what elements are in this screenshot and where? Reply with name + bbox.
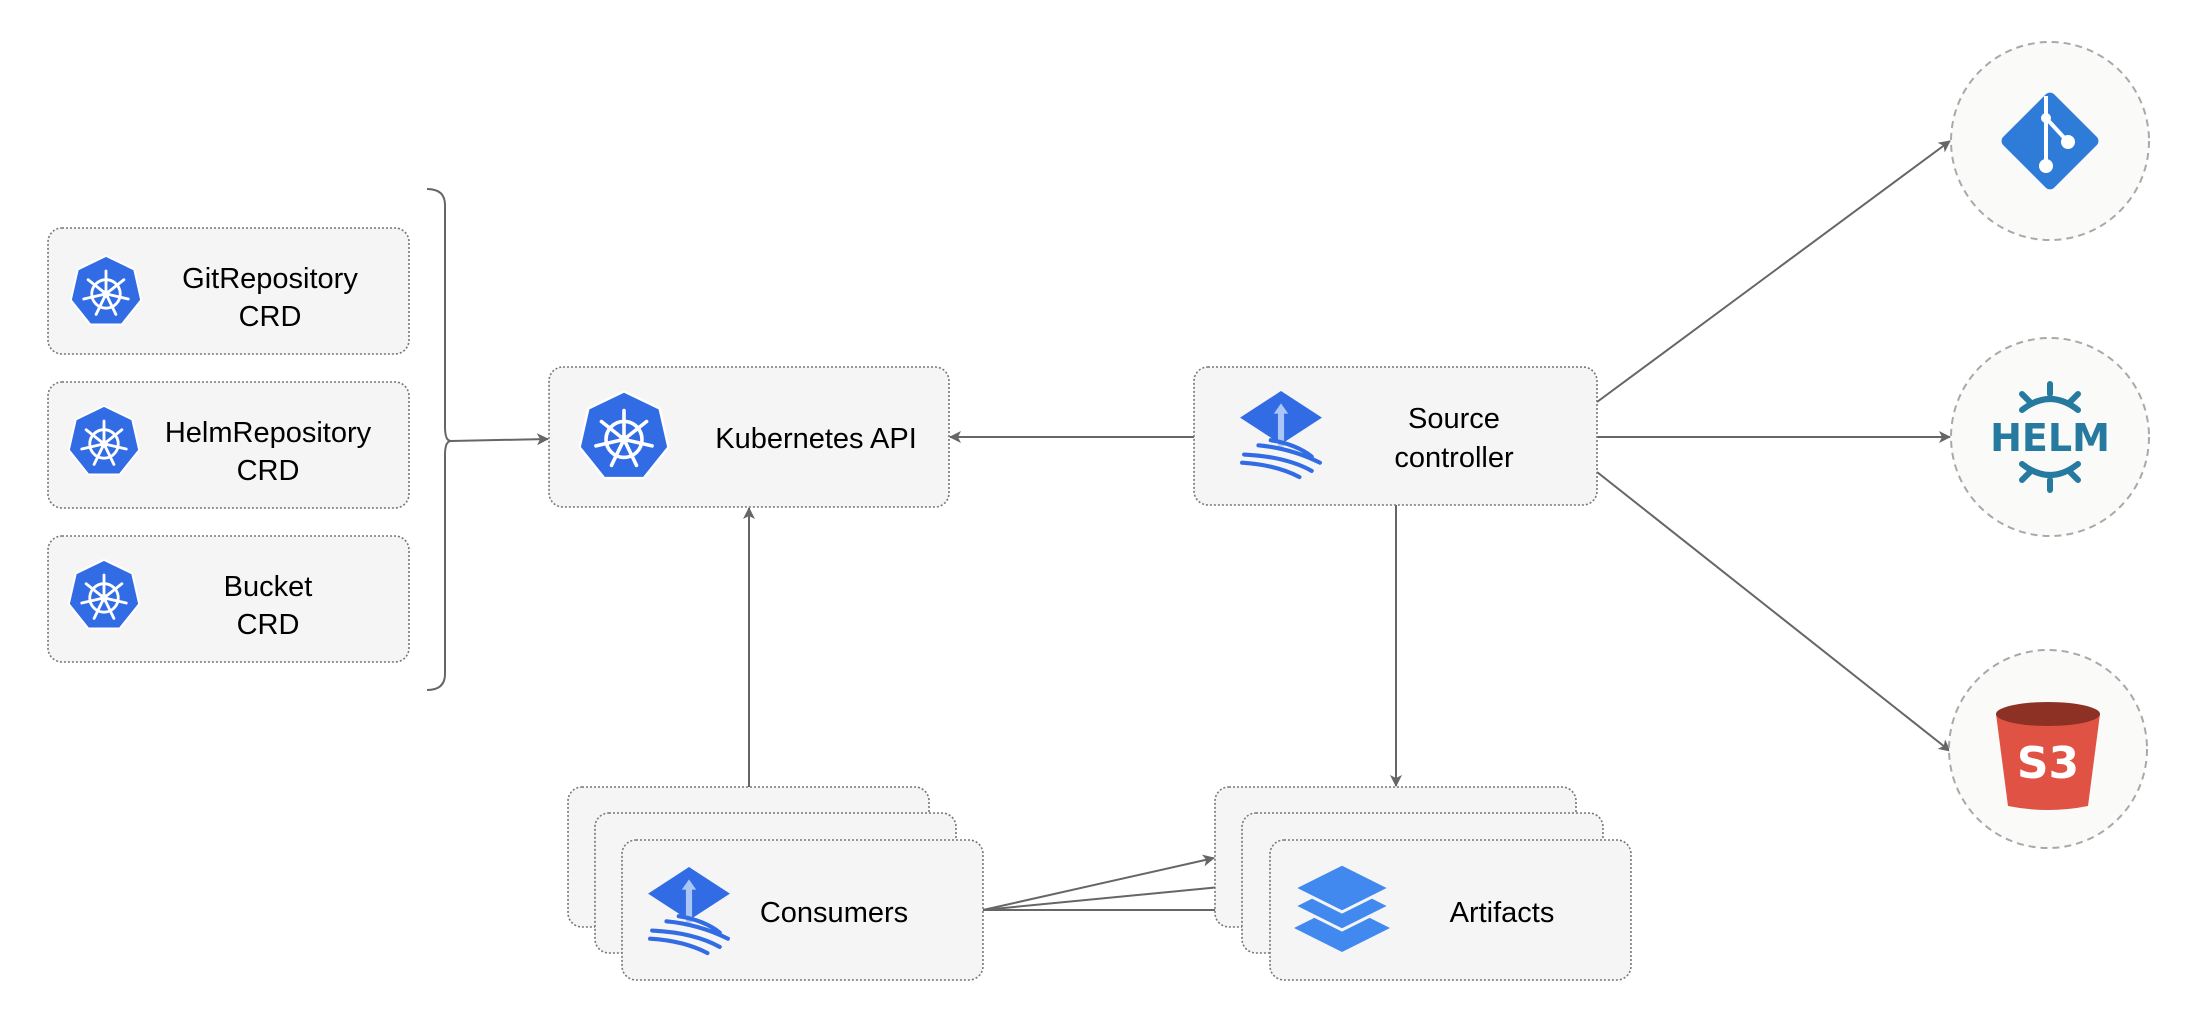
node-bucket-crd[interactable]: Bucket CRD <box>47 535 410 663</box>
node-box <box>1193 366 1598 506</box>
s3-logo-text: S3 <box>2017 738 2079 789</box>
edge-crds-to-kube-api <box>450 433 549 446</box>
node-source-controller[interactable]: Source controller <box>1193 366 1598 506</box>
node-label: GitRepository <box>182 263 358 295</box>
git-icon <box>2001 92 2099 190</box>
edges <box>426 140 1951 916</box>
node-label: Artifacts <box>1450 897 1555 929</box>
helm-logo-text: HELM <box>1990 416 2110 460</box>
crd-brace <box>426 188 452 691</box>
node-label: Bucket <box>224 571 313 603</box>
node-git-repository-crd[interactable]: GitRepository CRD <box>47 227 410 355</box>
node-box <box>47 535 410 663</box>
node-git[interactable] <box>1950 41 2150 241</box>
node-consumers[interactable]: Consumers <box>567 786 984 981</box>
node-helm[interactable]: HELM <box>1950 337 2150 537</box>
helm-icon: HELM <box>1990 381 2110 493</box>
node-circle <box>1950 337 2150 537</box>
edge-consumers-to-artifacts-1 <box>982 854 1215 911</box>
node-box <box>47 227 410 355</box>
node-s3[interactable]: S3 <box>1948 649 2148 849</box>
node-helm-repository-crd[interactable]: HelmRepository CRD <box>47 381 410 509</box>
node-label: Kubernetes API <box>715 423 917 455</box>
node-label: controller <box>1394 442 1514 474</box>
node-label: Consumers <box>760 897 908 929</box>
node-label: CRD <box>239 301 302 333</box>
edge-source-controller-to-git <box>1596 140 1951 403</box>
node-label: CRD <box>237 455 300 487</box>
s3-bucket-icon: S3 <box>1996 702 2100 810</box>
node-kubernetes-api[interactable]: Kubernetes API <box>548 366 950 508</box>
node-box <box>47 381 410 509</box>
node-artifacts[interactable]: Artifacts <box>1214 786 1632 981</box>
node-label: HelmRepository <box>165 417 372 449</box>
layers-icon <box>1290 862 1394 952</box>
node-label: CRD <box>237 609 300 641</box>
edge-consumers-to-artifacts-2 <box>982 880 1242 911</box>
node-label: Source <box>1408 403 1500 435</box>
edge-source-controller-to-s3 <box>1596 471 1951 752</box>
